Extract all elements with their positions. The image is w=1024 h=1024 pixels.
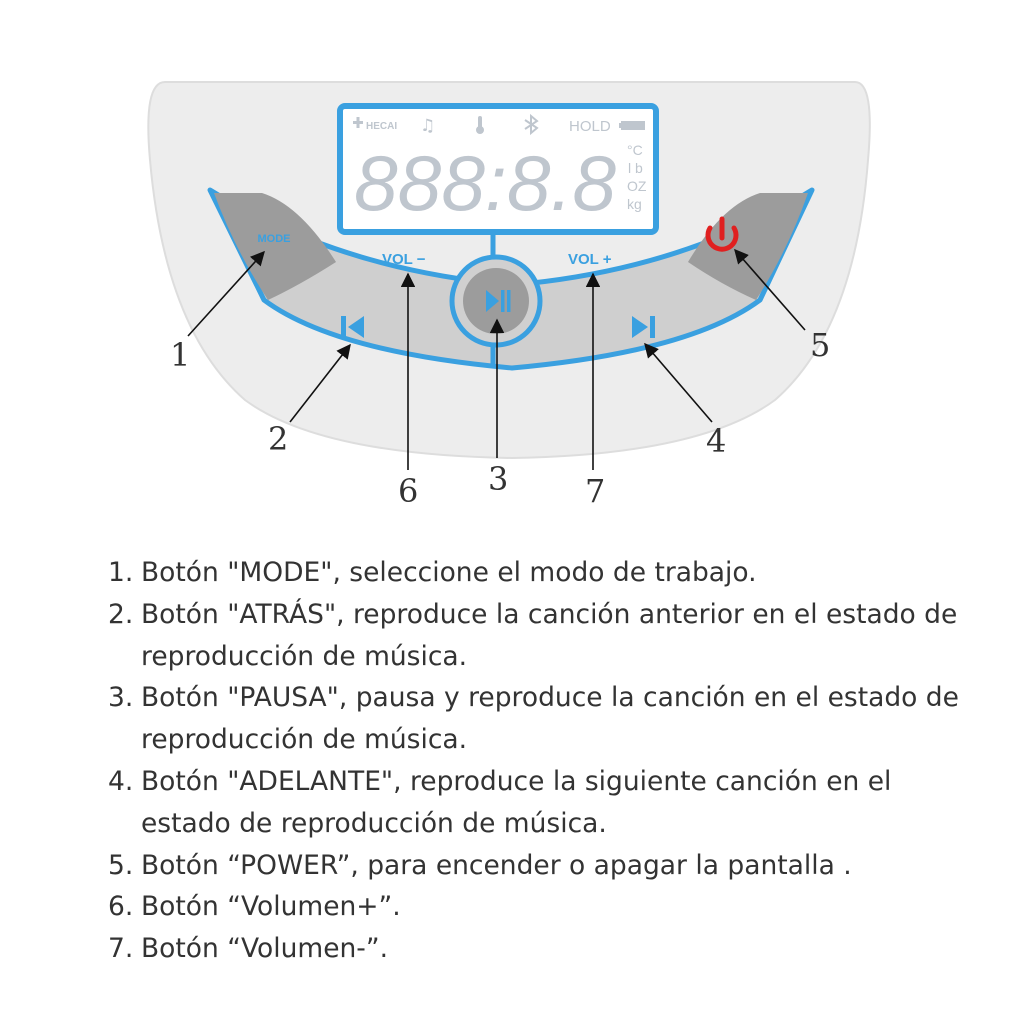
unit-lb: l b <box>628 160 643 176</box>
callout-1: 1 <box>170 336 190 374</box>
fan-icon <box>353 117 363 128</box>
unit-oz: OZ <box>627 178 647 194</box>
legend-item: 2.Botón "ATRÁS", reproduce la canción an… <box>108 598 958 672</box>
callout-3: 3 <box>488 460 508 498</box>
skip-forward-icon <box>632 316 655 338</box>
callout-6: 6 <box>398 472 418 510</box>
volume-minus-button[interactable]: VOL − <box>382 251 426 268</box>
callout-leaders <box>187 248 806 470</box>
legend-item: 7.Botón “Volumen-”. <box>108 933 389 965</box>
mode-button[interactable]: MODE <box>214 193 336 300</box>
lcd-hold: HOLD <box>569 118 611 135</box>
control-panel-diagram: MODE HECAI ♫ HOLD 888:8.8 °C l b OZ kg <box>147 81 871 510</box>
legend-item: 3.Botón "PAUSA", pausa y reproduce la ca… <box>108 682 959 756</box>
power-icon <box>705 216 739 252</box>
unit-kg: kg <box>627 196 642 212</box>
skip-back-icon <box>341 316 364 338</box>
legend-item: 6.Botón “Volumen+”. <box>108 891 401 923</box>
callout-7: 7 <box>585 472 605 510</box>
mode-label: MODE <box>258 233 291 245</box>
battery-icon <box>619 121 645 130</box>
callout-4: 4 <box>706 422 726 460</box>
legend-item: 4.Botón "ADELANTE", reproduce la siguien… <box>108 765 892 839</box>
music-note-icon: ♫ <box>420 116 435 136</box>
legend-item: 1.Botón "MODE", seleccione el modo de tr… <box>108 557 757 588</box>
play-pause-button[interactable] <box>449 254 543 348</box>
legend-item: 5.Botón “POWER”, para encender o apagar … <box>108 849 852 881</box>
thermometer-icon <box>476 116 484 134</box>
previous-button[interactable] <box>341 316 364 338</box>
button-legend: 1.Botón "MODE", seleccione el modo de tr… <box>108 552 968 970</box>
lcd-brand: HECAI <box>366 121 397 132</box>
play-pause-icon <box>486 290 511 312</box>
power-button[interactable] <box>688 193 808 300</box>
callout-5: 5 <box>810 326 830 364</box>
callout-2: 2 <box>268 420 288 458</box>
lcd-display: HECAI ♫ HOLD 888:8.8 °C l b OZ kg <box>337 103 659 235</box>
next-button[interactable] <box>632 316 655 338</box>
volume-plus-button[interactable]: VOL + <box>568 251 612 268</box>
lcd-digits: 888:8.8 <box>354 139 616 227</box>
bluetooth-icon <box>524 113 539 136</box>
unit-celsius: °C <box>627 142 643 158</box>
